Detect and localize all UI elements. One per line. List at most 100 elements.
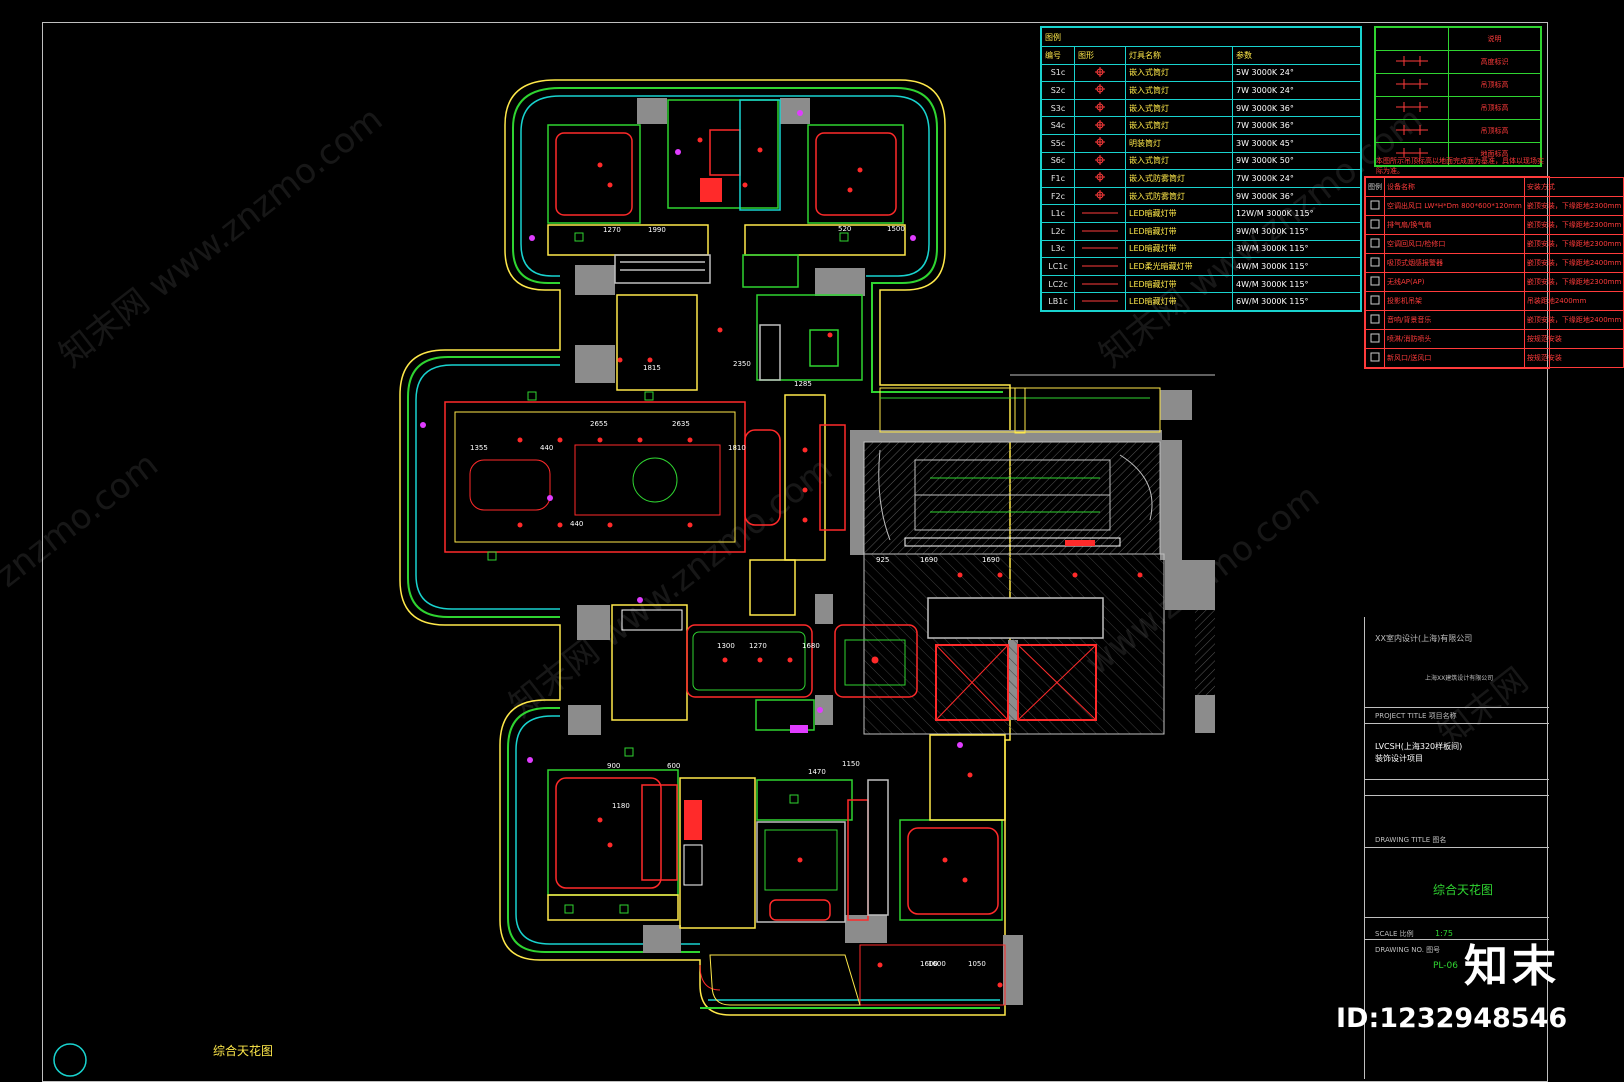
equipment-symbol-icon [1365,196,1385,216]
level-desc: 地面标高 [1448,142,1541,166]
equipment-row: 空调回风口/检修口嵌顶安装，下缘距地2300mm [1365,234,1624,254]
dimension-label: 1990 [648,226,666,234]
legend-fixture-spec: 3W 3000K 45° [1232,133,1361,153]
level-symbol-icon [1375,73,1449,97]
drawing-title-label: DRAWING TITLE 图名 [1375,836,1447,844]
drawing-no-label: DRAWING NO. 图号 [1375,946,1441,954]
level-symbol-icon [1375,96,1449,120]
legend-fixture-name: 嵌入式筒灯 [1125,98,1233,118]
legend-fixture-spec: 3W/M 3000K 115° [1232,239,1361,259]
level-desc: 吊顶标高 [1448,96,1541,120]
equipment-name: 新风口/送风口 [1384,348,1525,368]
legend-fixture-spec: 9W/M 3000K 115° [1232,221,1361,241]
level-legend-row: 高度标识 [1375,50,1541,74]
ceiling-level-legend: 说明 高度标识吊顶标高吊顶标高吊顶标高地面标高 [1374,26,1542,167]
legend-code: L2c [1041,221,1075,241]
legend-fixture-spec: 6W/M 3000K 115° [1232,292,1361,311]
legend-fixture-spec: 7W 3000K 24° [1232,169,1361,188]
legend-code: S5c [1041,133,1075,153]
scale-value: 1:75 [1435,929,1453,938]
strip-light-icon [1074,204,1126,223]
level-symbol-icon [1375,119,1449,143]
company-sub: 上海XX建筑设计有限公司 [1425,675,1494,682]
dimension-label: 440 [570,520,584,528]
smoke-detectors [420,110,963,763]
legend-fixture-name: LED暗藏灯带 [1125,204,1233,223]
legend-fixture-spec: 9W 3000K 36° [1232,98,1361,118]
equipment-row: 排气扇/换气扇嵌顶安装，下缘距地2300mm [1365,215,1624,235]
drawing-title: 综合天花图 [1433,883,1494,897]
equipment-method: 嵌顶安装，下缘距地2300mm [1523,272,1624,292]
structural-walls [568,98,1215,1005]
equipment-method: 按规范安装 [1523,329,1624,349]
level-legend-row: 吊顶标高 [1375,96,1541,120]
legend-fixture-spec: 9W 3000K 50° [1232,151,1361,171]
equipment-method: 嵌顶安装，下缘距地2300mm [1523,234,1624,254]
project-title-label: PROJECT TITLE 项目名称 [1375,712,1457,720]
dimension-label: 440 [540,444,554,452]
equipment-name: 无线AP(AP) [1384,272,1525,292]
equipment-row: 音响/背景音乐嵌顶安装，下缘距地2400mm [1365,310,1624,330]
level-desc: 吊顶标高 [1448,119,1541,143]
dimension-label: 1300 [717,642,735,650]
equipment-name: 吸顶式烟感报警器 [1384,253,1525,273]
legend-fixture-spec: 5W 3000K 24° [1232,63,1361,83]
legend-fixture-spec: 4W/M 3000K 115° [1232,274,1361,294]
level-desc: 吊顶标高 [1448,73,1541,97]
dimension-label: 1690 [920,556,938,564]
equipment-method: 吊装距地2400mm [1523,291,1624,311]
dimension-label: 2635 [672,420,690,428]
legend-title: 图例 [1041,27,1361,47]
legend-fixture-spec: 4W/M 3000K 115° [1232,257,1361,276]
equipment-method: 嵌顶安装，下缘距地2300mm [1523,215,1624,235]
downlight-icon [1074,169,1126,188]
legend-code: S3c [1041,98,1075,118]
equipment-name: 喷淋/消防喷头 [1384,329,1525,349]
equipment-name: 空调出风口 LW*H*Dm 800*600*120mm [1384,196,1525,216]
equipment-name: 投影机吊架 [1384,291,1525,311]
light-fixtures [517,137,1143,988]
dimension-label: 600 [667,762,681,770]
level-legend-row: 吊顶标高 [1375,73,1541,97]
downlight-icon [1074,116,1126,135]
downlight-icon [1074,98,1126,118]
legend-fixture-spec: 9W 3000K 36° [1232,186,1361,206]
legend-fixture-name: 嵌入式防雾筒灯 [1125,169,1233,188]
legend-code: S6c [1041,151,1075,171]
legend-code: L3c [1041,239,1075,259]
drawing-no: PL-06 [1433,961,1458,971]
dimension-label: 1470 [808,768,826,776]
equipment-symbol-icon [1365,329,1385,349]
equipment-method: 嵌顶安装，下缘距地2400mm [1523,310,1624,330]
green-markers [487,232,849,914]
equipment-name: 排气扇/换气扇 [1384,215,1525,235]
project-name: LVCSH(上海320样板间) [1375,742,1463,751]
section-marker [53,1043,87,1077]
dimension-label: 2350 [733,360,751,368]
legend-code: LC2c [1041,274,1075,294]
brand-stamp: 知末 [1464,941,1560,992]
dimension-label: 1180 [612,802,630,810]
dimension-label: 1815 [643,364,661,372]
dimension-label: 1600 [928,960,946,968]
equipment-method: 嵌顶安装，下缘距地2400mm [1523,253,1624,273]
dimension-label: 1150 [842,760,860,768]
equipment-symbol-icon [1365,253,1385,273]
equipment-symbol-icon [1365,310,1385,330]
equipment-row: 吸顶式烟感报警器嵌顶安装，下缘距地2400mm [1365,253,1624,273]
equipment-symbol-icon [1365,272,1385,292]
equipment-symbol-icon [1365,215,1385,235]
